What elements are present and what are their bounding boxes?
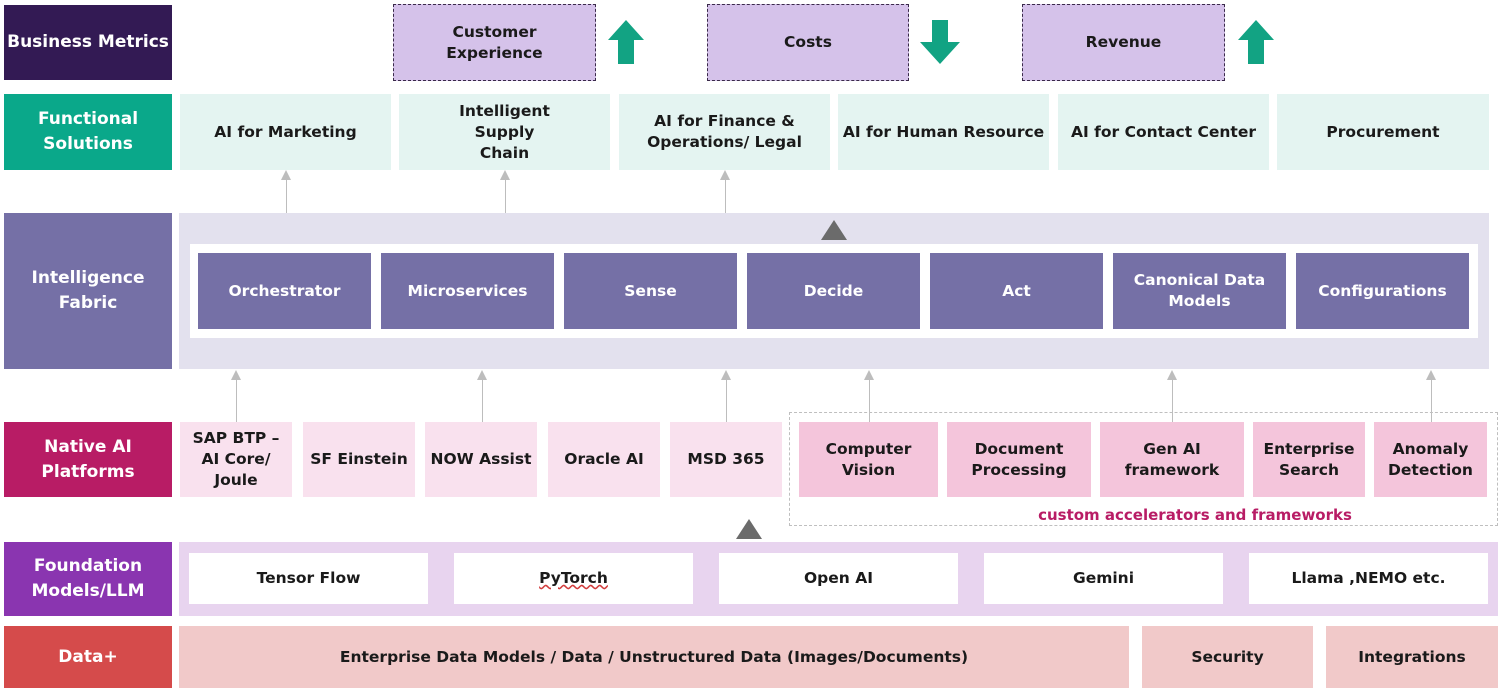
platform-msd-365: MSD 365	[670, 422, 782, 497]
row-label-foundation-models: Foundation Models/LLM	[4, 542, 172, 616]
accelerator-gen-ai-framework: Gen AI framework	[1100, 422, 1244, 497]
custom-accelerators-caption: custom accelerators and frameworks	[1038, 505, 1352, 524]
metric-revenue: Revenue	[1022, 4, 1225, 81]
arrow-up-icon	[1238, 20, 1274, 64]
fabric-microservices: Microservices	[381, 253, 554, 329]
metric-customer-experience: Customer Experience	[393, 4, 596, 81]
platform-sap-btp: SAP BTP – AI Core/ Joule	[180, 422, 292, 497]
fabric-orchestrator: Orchestrator	[198, 253, 371, 329]
accelerator-enterprise-search: Enterprise Search	[1253, 422, 1365, 497]
solution-ai-for-finance: AI for Finance & Operations/ Legal	[619, 94, 830, 170]
data-integrations: Integrations	[1326, 626, 1498, 688]
solution-intelligent-supply-chain: Intelligent Supply Chain	[399, 94, 610, 170]
metric-costs: Costs	[707, 4, 909, 81]
solution-ai-for-contact-center: AI for Contact Center	[1058, 94, 1269, 170]
model-pytorch-label: PyTorch	[539, 569, 608, 587]
row-label-native-ai-platforms: Native AI Platforms	[4, 422, 172, 497]
model-pytorch: PyTorch	[454, 553, 693, 604]
arrow-down-icon	[920, 20, 960, 64]
model-llama-nemo: Llama ,NEMO etc.	[1249, 553, 1488, 604]
platform-now-assist: NOW Assist	[425, 422, 537, 497]
row-label-data-plus: Data+	[4, 626, 172, 688]
row-label-business-metrics: Business Metrics	[4, 5, 172, 80]
platform-oracle-ai: Oracle AI	[548, 422, 660, 497]
model-gemini: Gemini	[984, 553, 1223, 604]
arrow-up-icon	[608, 20, 644, 64]
accelerator-document-processing: Document Processing	[947, 422, 1091, 497]
fabric-decide: Decide	[747, 253, 920, 329]
data-enterprise-models: Enterprise Data Models / Data / Unstruct…	[179, 626, 1129, 688]
solution-procurement: Procurement	[1277, 94, 1489, 170]
row-label-functional-solutions: Functional Solutions	[4, 94, 172, 170]
platform-sf-einstein: SF Einstein	[303, 422, 415, 497]
data-security: Security	[1142, 626, 1313, 688]
triangle-up-icon	[821, 220, 847, 240]
row-label-intelligence-fabric: Intelligence Fabric	[4, 213, 172, 369]
solution-ai-for-human-resource: AI for Human Resource	[838, 94, 1049, 170]
triangle-up-icon	[736, 519, 762, 539]
accelerator-computer-vision: Computer Vision	[799, 422, 938, 497]
fabric-act: Act	[930, 253, 1103, 329]
fabric-canonical-data-models: Canonical Data Models	[1113, 253, 1286, 329]
fabric-configurations: Configurations	[1296, 253, 1469, 329]
accelerator-anomaly-detection: Anomaly Detection	[1374, 422, 1487, 497]
model-tensor-flow: Tensor Flow	[189, 553, 428, 604]
custom-accelerators-group	[789, 412, 1498, 526]
fabric-sense: Sense	[564, 253, 737, 329]
solution-ai-for-marketing: AI for Marketing	[180, 94, 391, 170]
model-open-ai: Open AI	[719, 553, 958, 604]
